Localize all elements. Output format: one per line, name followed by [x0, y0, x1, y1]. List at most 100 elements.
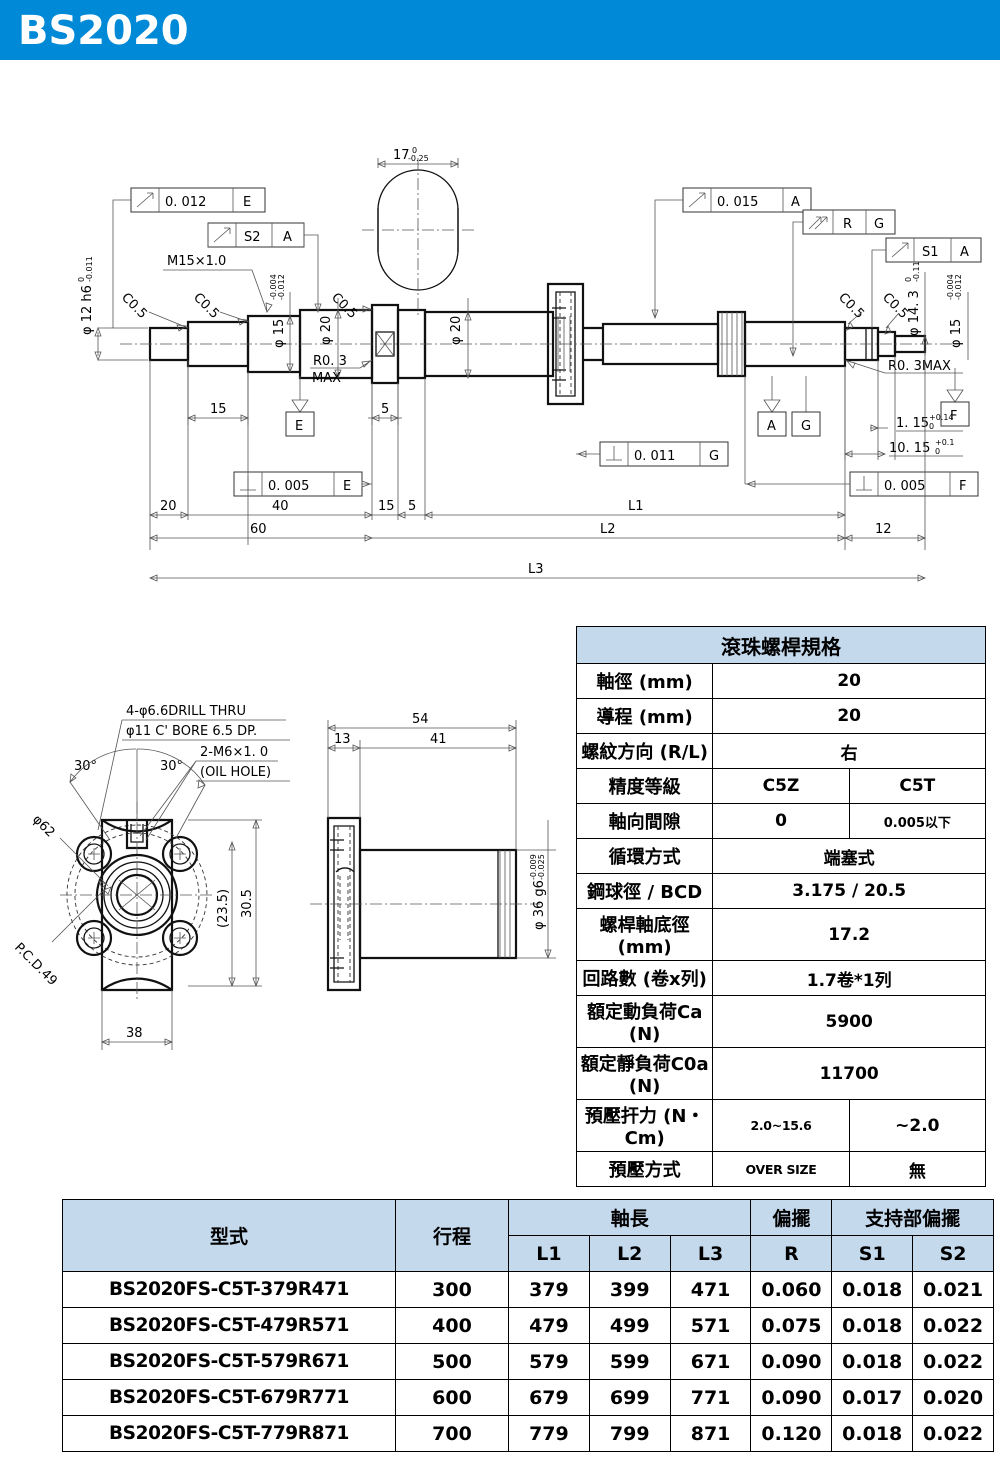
spec-row-value: 3.175 / 20.5 [712, 873, 986, 909]
svg-text:30°: 30° [74, 759, 97, 774]
cell-S1: 0.018 [831, 1415, 914, 1452]
spec-row: 額定動負荷Ca (N)5900 [575, 995, 986, 1048]
spec-row-value-alt: 無 [848, 1151, 987, 1187]
spec-row-value: OVER SIZE [712, 1151, 850, 1187]
gdt-0011-datum: G [709, 449, 719, 464]
th-stroke: 行程 [395, 1199, 509, 1272]
dim-17: 17 [393, 148, 410, 163]
dim-38: 38 [100, 990, 174, 1050]
svg-text:R0. 3MAX: R0. 3MAX [888, 359, 951, 374]
dim-17-tol-upper: 0 [412, 146, 417, 155]
th-runout: 偏擺 [750, 1199, 833, 1236]
cell-L1: 379 [508, 1271, 590, 1308]
svg-text:30°: 30° [160, 759, 183, 774]
spec-row-label: 軸向間隙 [575, 803, 714, 839]
spec-row-label: 額定靜負荷C0a (N) [575, 1047, 714, 1100]
th-support-runout: 支持部偏擺 [831, 1199, 994, 1236]
gdt-frame-r-g: R G [789, 209, 896, 358]
cell-S2: 0.020 [912, 1379, 994, 1416]
dim-angle-right: 30° [136, 748, 206, 839]
note-oil-hole: 2-M6×1. 0 (OIL HOLE) [139, 745, 290, 841]
cell-L2: 599 [588, 1343, 671, 1380]
svg-text:L3: L3 [528, 562, 544, 577]
datum-e-label: E [295, 419, 303, 434]
svg-text:φ 12 h6: φ 12 h6 [80, 285, 95, 335]
svg-text:C0.5: C0.5 [118, 290, 150, 322]
svg-text:φ11 C' BORE 6.5 DP.: φ11 C' BORE 6.5 DP. [126, 724, 257, 739]
gdt-0015-value: 0. 015 [717, 195, 758, 210]
gdt-r-datum: G [874, 217, 884, 232]
gdt-0005e-datum: E [343, 479, 351, 494]
cell-L2: 799 [588, 1415, 671, 1452]
dim-phi20-a: φ 20 [319, 316, 334, 345]
svg-text:10. 15: 10. 15 [889, 441, 930, 456]
cell-R: 0.090 [750, 1343, 833, 1380]
cell-L1: 779 [508, 1415, 590, 1452]
cell-L3: 671 [669, 1343, 752, 1380]
spec-row: 導程 (mm)20 [575, 698, 986, 734]
svg-text:54: 54 [412, 712, 429, 727]
th-r: R [750, 1235, 833, 1272]
spec-row: 循環方式端塞式 [575, 838, 986, 874]
cell-L3: 871 [669, 1415, 752, 1452]
svg-text:φ 15: φ 15 [272, 319, 287, 348]
svg-text:2-M6×1. 0: 2-M6×1. 0 [200, 745, 268, 760]
dim-15-detail: 15 [186, 360, 250, 425]
svg-text:13: 13 [334, 732, 351, 747]
dim-13-41: 13 41 [326, 732, 518, 818]
dim-1-15: 1. 15 +0.14 0 [870, 356, 963, 460]
svg-text:φ 36 g6: φ 36 g6 [532, 880, 547, 930]
model-dimension-table: 型式 行程 軸長 偏擺 支持部偏擺 L1 L2 L3 R S1 S2 BS202… [62, 1199, 994, 1452]
spec-row-label: 螺桿軸底徑 (mm) [575, 908, 714, 961]
note-chamfer-1: C0.5 [118, 290, 189, 332]
cell-L3: 771 [669, 1379, 752, 1416]
cell-S2: 0.022 [912, 1415, 994, 1452]
note-drill-thru: 4-φ6.6DRILL THRU φ11 C' BORE 6.5 DP. [97, 704, 290, 831]
cell-R: 0.120 [750, 1415, 833, 1452]
dim-phi20-b: φ 20 [449, 316, 464, 345]
spec-row-value: 17.2 [712, 908, 986, 961]
spec-row-label: 循環方式 [575, 838, 714, 874]
datum-box-e: E [285, 376, 315, 437]
gdt-0015-datum: A [791, 195, 800, 210]
spec-row-value: C5Z [712, 768, 850, 804]
svg-text:φ 15: φ 15 [949, 319, 964, 348]
cell-L3: 471 [669, 1271, 752, 1308]
dim-phi15-right: φ 15 -0.004 -0.012 [946, 274, 969, 360]
dim-row-1: 20 40 15 5 L1 [148, 499, 847, 519]
spec-row-value-alt: ~2.0 [848, 1099, 987, 1152]
svg-text:4-φ6.6DRILL THRU: 4-φ6.6DRILL THRU [126, 704, 246, 719]
th-model: 型式 [62, 1199, 396, 1272]
cell-L2: 699 [588, 1379, 671, 1416]
dim-phi36: φ 36 g6 -0.009 -0.025 [516, 820, 556, 960]
th-l2: L2 [588, 1235, 671, 1272]
spec-row: 額定靜負荷C0a (N)11700 [575, 1047, 986, 1100]
dim-phi14-3: φ 14. 3 0 -0.11 [904, 261, 929, 356]
dim-phi12: φ 12 h6 0 -0.011 [77, 256, 148, 362]
datum-box-f: F [940, 368, 970, 427]
spec-row: 螺紋方向 (R/L)右 [575, 733, 986, 769]
gdt-s2-datum: A [283, 230, 292, 245]
main-assembly-drawing: 17 0 -0.25 S2 A 0. 012 E 0. 015 A R G [0, 60, 1000, 620]
th-s1: S1 [831, 1235, 914, 1272]
page-title: BS2020 [18, 8, 189, 54]
note-chamfer-3: C0.5 [328, 290, 372, 322]
dim-row-2: 60 L2 12 [148, 522, 927, 542]
spec-row-label: 導程 (mm) [575, 698, 714, 734]
cell-S1: 0.017 [831, 1379, 914, 1416]
gdt-s1-value: S1 [922, 245, 939, 260]
note-thread-m15: M15×1.0 [163, 254, 273, 314]
svg-text:5: 5 [408, 499, 416, 514]
spec-row-value: 右 [712, 733, 986, 769]
cell-stroke: 500 [395, 1343, 509, 1380]
dim-phi15-right-tol-lower: -0.012 [954, 274, 963, 300]
